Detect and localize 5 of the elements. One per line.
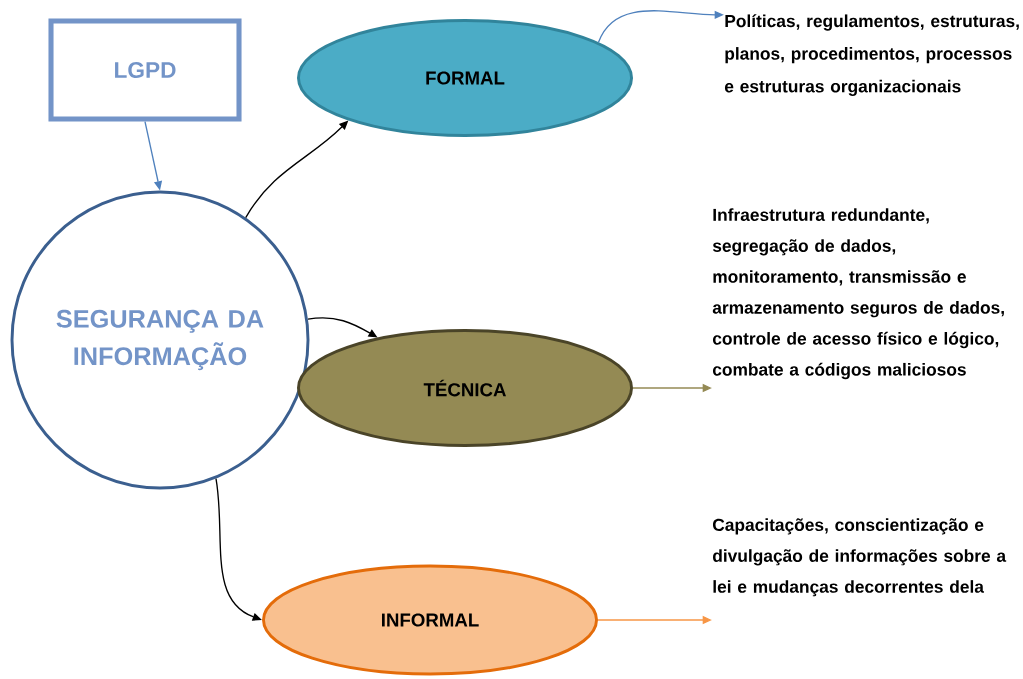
description-text: Capacitações, conscientização e divulgação de informações sobre a lei e mudanças decorrentes dela [713, 518, 1007, 597]
description-text: Infraestrutura redundante, segregação de dados, monitoramento, transmissão e armazenamento seguros de dados, controle de acesso físico e lógico, combate a códigos maliciosos [712, 208, 1004, 380]
description-text: Políticas, regulamentos, estruturas, planos, procedimentos, processos e estruturas organizacionais [724, 14, 1019, 96]
arrow [215, 477, 262, 621]
lgpd-box: LGPD [48, 18, 242, 122]
